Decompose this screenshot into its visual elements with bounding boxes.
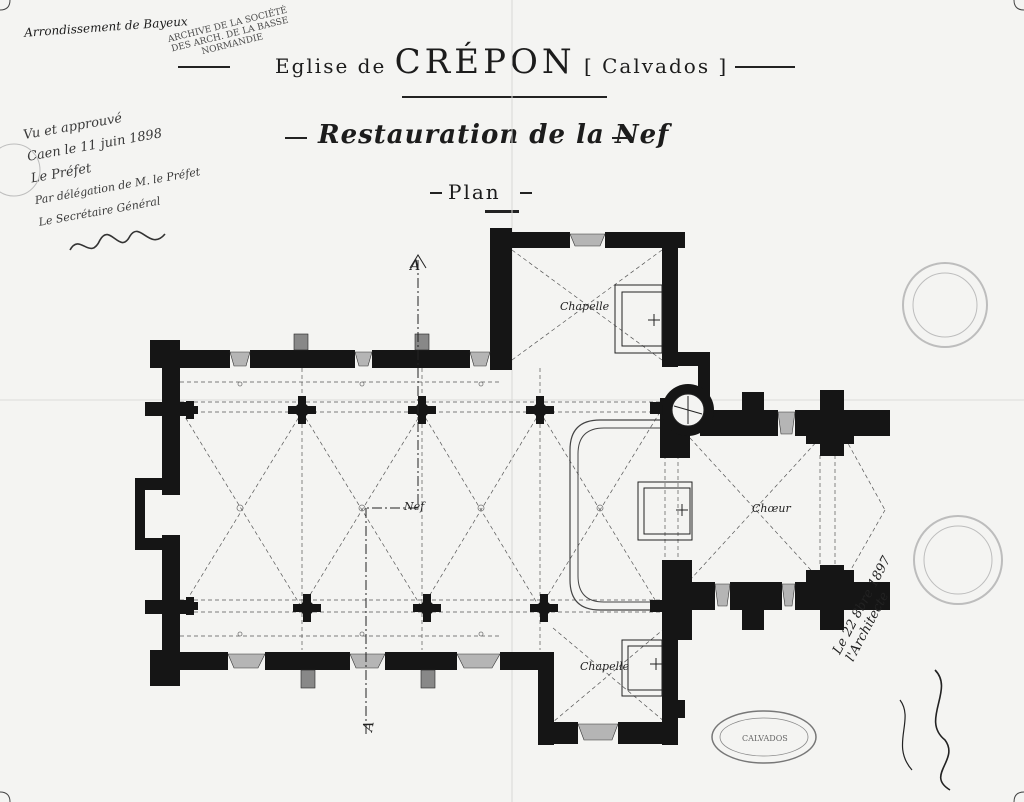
corner-mark-br <box>1013 791 1024 802</box>
title-name: CRÉPON <box>394 42 576 82</box>
architect-signature <box>934 669 951 791</box>
section-a-bottom-label: A <box>360 720 378 735</box>
title-prefix: Eglise de <box>275 54 387 78</box>
title-left-rule <box>178 66 230 68</box>
walls <box>135 228 890 745</box>
keystones <box>236 381 604 637</box>
prefect-signature <box>69 230 166 251</box>
label-nef: Nef <box>403 500 426 513</box>
title-right-rule <box>735 66 795 68</box>
bottom-stamp-text: CALVADOS <box>742 734 788 743</box>
corner-mark-tl <box>0 0 11 11</box>
corner-mark-tr <box>1013 0 1024 11</box>
plan-label: Plan <box>448 180 501 204</box>
church-title: Eglise de CRÉPON [ Calvados ] <box>275 42 729 82</box>
title-region: Calvados <box>602 54 711 78</box>
altars <box>614 284 693 697</box>
nave-piers <box>182 396 558 622</box>
window-splays <box>227 233 796 741</box>
dashed-vault-lines <box>180 249 886 723</box>
label-chapelle-top: Chapelle <box>560 300 610 313</box>
subtitle-right-dash <box>612 137 634 139</box>
subtitle-left-dash <box>285 137 307 139</box>
plan-underline <box>485 210 519 213</box>
label-choeur: Chœur <box>752 502 791 515</box>
section-line-a <box>365 260 419 735</box>
title-underline <box>402 96 607 98</box>
section-a-top-label: A <box>408 258 420 274</box>
label-chapelle-bottom: Chapelle <box>580 660 630 673</box>
choir-screen-outline <box>569 419 660 611</box>
right-stamps <box>0 143 1003 605</box>
subtitle: Restauration de la Nef <box>318 120 670 150</box>
corner-mark-bl <box>0 791 11 802</box>
west-corner-south <box>150 650 180 686</box>
plan-left-dash <box>430 192 442 194</box>
bottom-oval-stamp: CALVADOS <box>711 710 817 764</box>
plan-right-dash <box>520 192 532 194</box>
stair-turret <box>662 384 714 436</box>
altar-choir <box>637 481 693 541</box>
